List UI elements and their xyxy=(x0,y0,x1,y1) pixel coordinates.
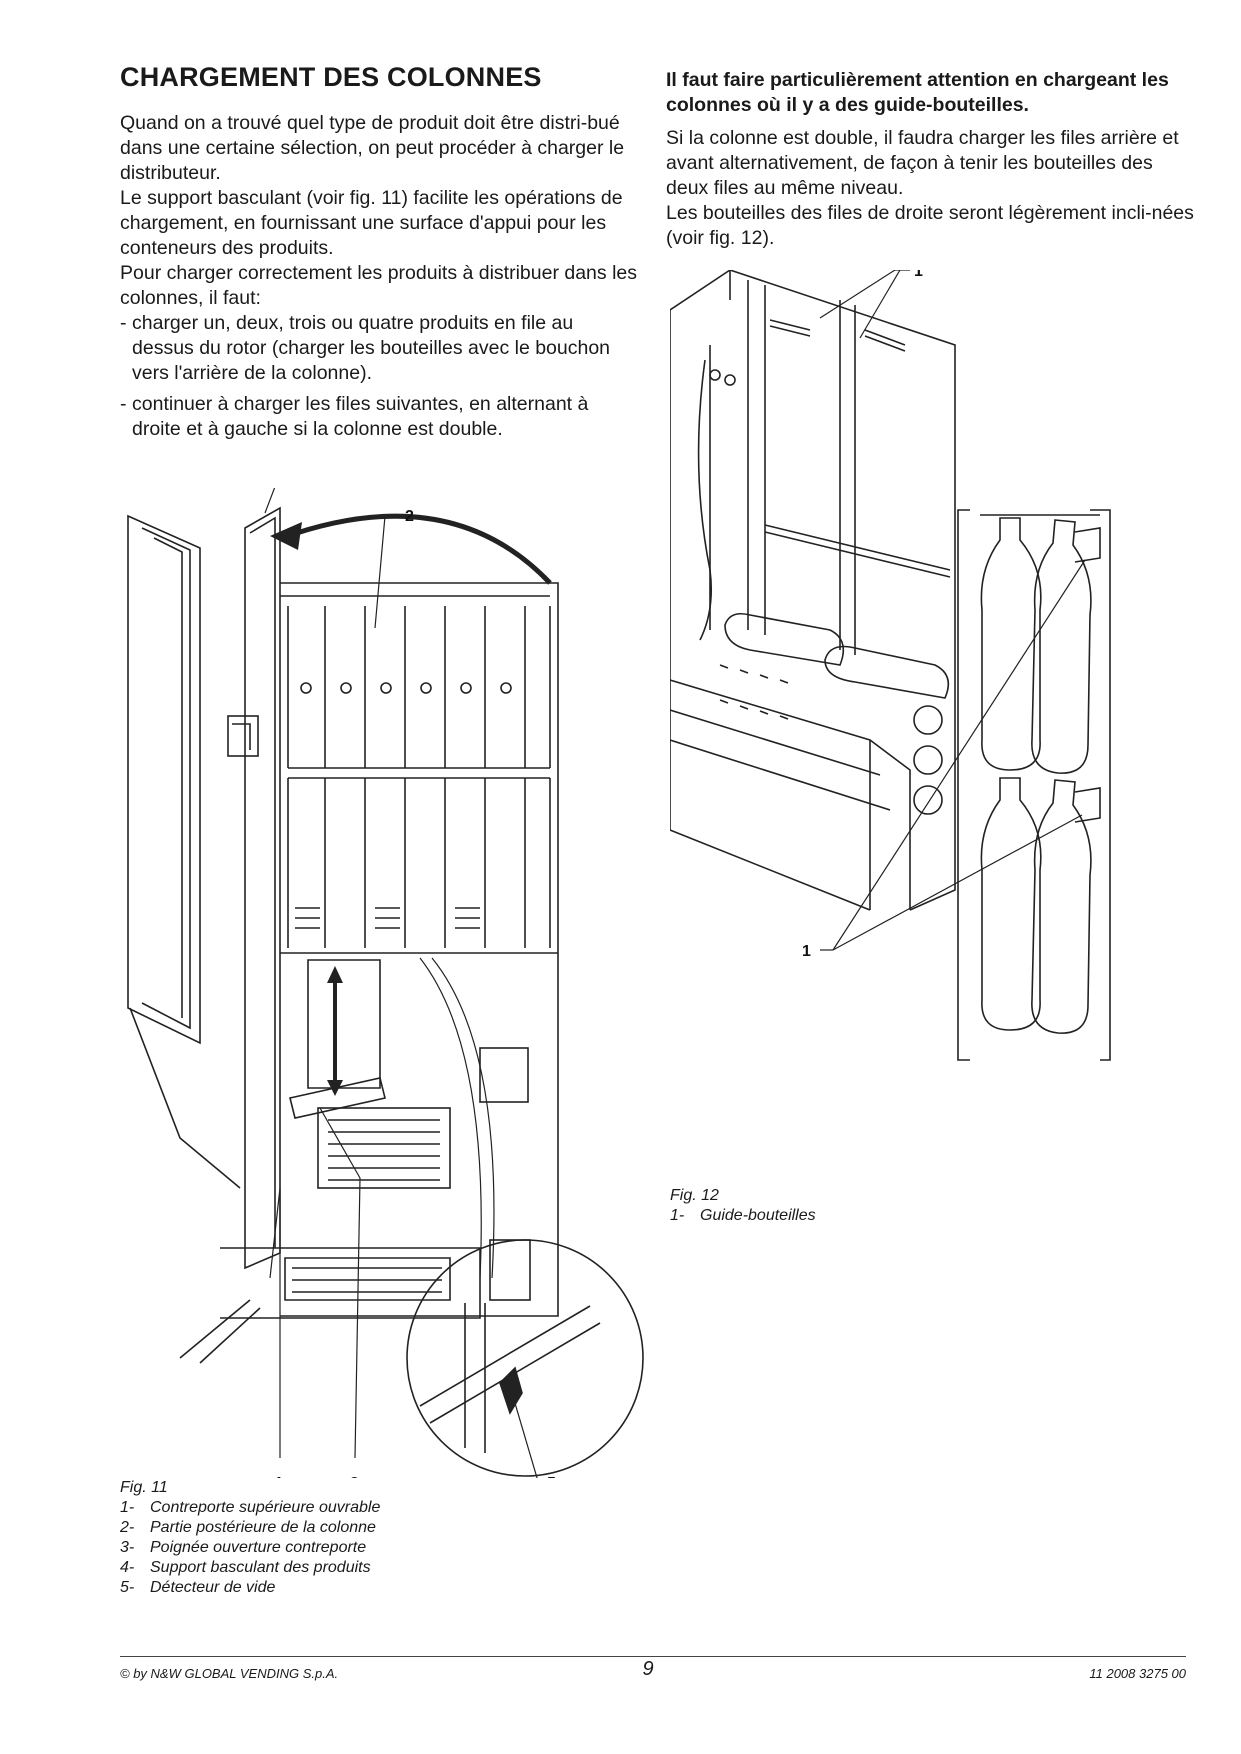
caption-item: 1-Contreporte supérieure ouvrable xyxy=(120,1499,381,1516)
figure-12-caption: Fig. 12 1-Guide-bouteilles xyxy=(670,1186,816,1226)
right-column: Il faut faire particulièrement attention… xyxy=(666,68,1194,251)
warning-note: Il faut faire particulièrement attention… xyxy=(666,69,1169,116)
footer-divider xyxy=(120,1656,1186,1657)
page-number: 9 xyxy=(642,1658,654,1680)
figure-12-illustration: 1 1 xyxy=(670,270,1111,1061)
intro-paragraph: Quand on a trouvé quel type de produit d… xyxy=(120,112,625,184)
section-title: CHARGEMENT DES COLONNES xyxy=(120,62,542,92)
instruction-list: -charger un, deux, trois ou quatre produ… xyxy=(120,311,640,442)
figure-11-caption: Fig. 11 1-Contreporte supérieure ouvrabl… xyxy=(120,1478,380,1598)
caption-item: 5-Détecteur de vide xyxy=(120,1579,276,1596)
caption-item: 1-Guide-bouteilles xyxy=(670,1207,816,1224)
fig12-callout-top: 1 xyxy=(914,270,923,280)
footer-copyright: © by N&W GLOBAL VENDING S.p.A. xyxy=(120,1666,339,1681)
instructions-paragraph: Pour charger correctement les produits à… xyxy=(120,262,637,309)
fig11-callout-4: 4 xyxy=(273,1475,282,1478)
inclined-bottles-paragraph: Les bouteilles des files de droite seron… xyxy=(666,202,1194,249)
caption-title: Fig. 12 xyxy=(670,1187,719,1204)
support-paragraph: Le support basculant (voir fig. 11) faci… xyxy=(120,187,623,259)
list-item: -continuer à charger les files suivantes… xyxy=(120,393,589,440)
list-item: -charger un, deux, trois ou quatre produ… xyxy=(120,312,611,384)
caption-title: Fig. 11 xyxy=(120,1479,168,1496)
caption-item: 2-Partie postérieure de la colonne xyxy=(120,1519,376,1536)
left-column: CHARGEMENT DES COLONNES Quand on a trouv… xyxy=(120,62,640,442)
fig11-callout-5: 5 xyxy=(547,1475,556,1478)
caption-item: 4-Support basculant des produits xyxy=(120,1559,371,1576)
fig11-callout-2: 2 xyxy=(405,508,414,525)
double-column-paragraph: Si la colonne est double, il faudra char… xyxy=(666,127,1179,199)
caption-item: 3-Poignée ouverture contreporte xyxy=(120,1539,367,1556)
document-code: 11 2008 3275 00 xyxy=(1089,1666,1186,1681)
fig12-callout-bottom: 1 xyxy=(802,943,811,960)
fig11-callout-3: 3 xyxy=(350,1475,359,1478)
figure-11-illustration: 1 2 3 4 5 xyxy=(127,488,644,1478)
